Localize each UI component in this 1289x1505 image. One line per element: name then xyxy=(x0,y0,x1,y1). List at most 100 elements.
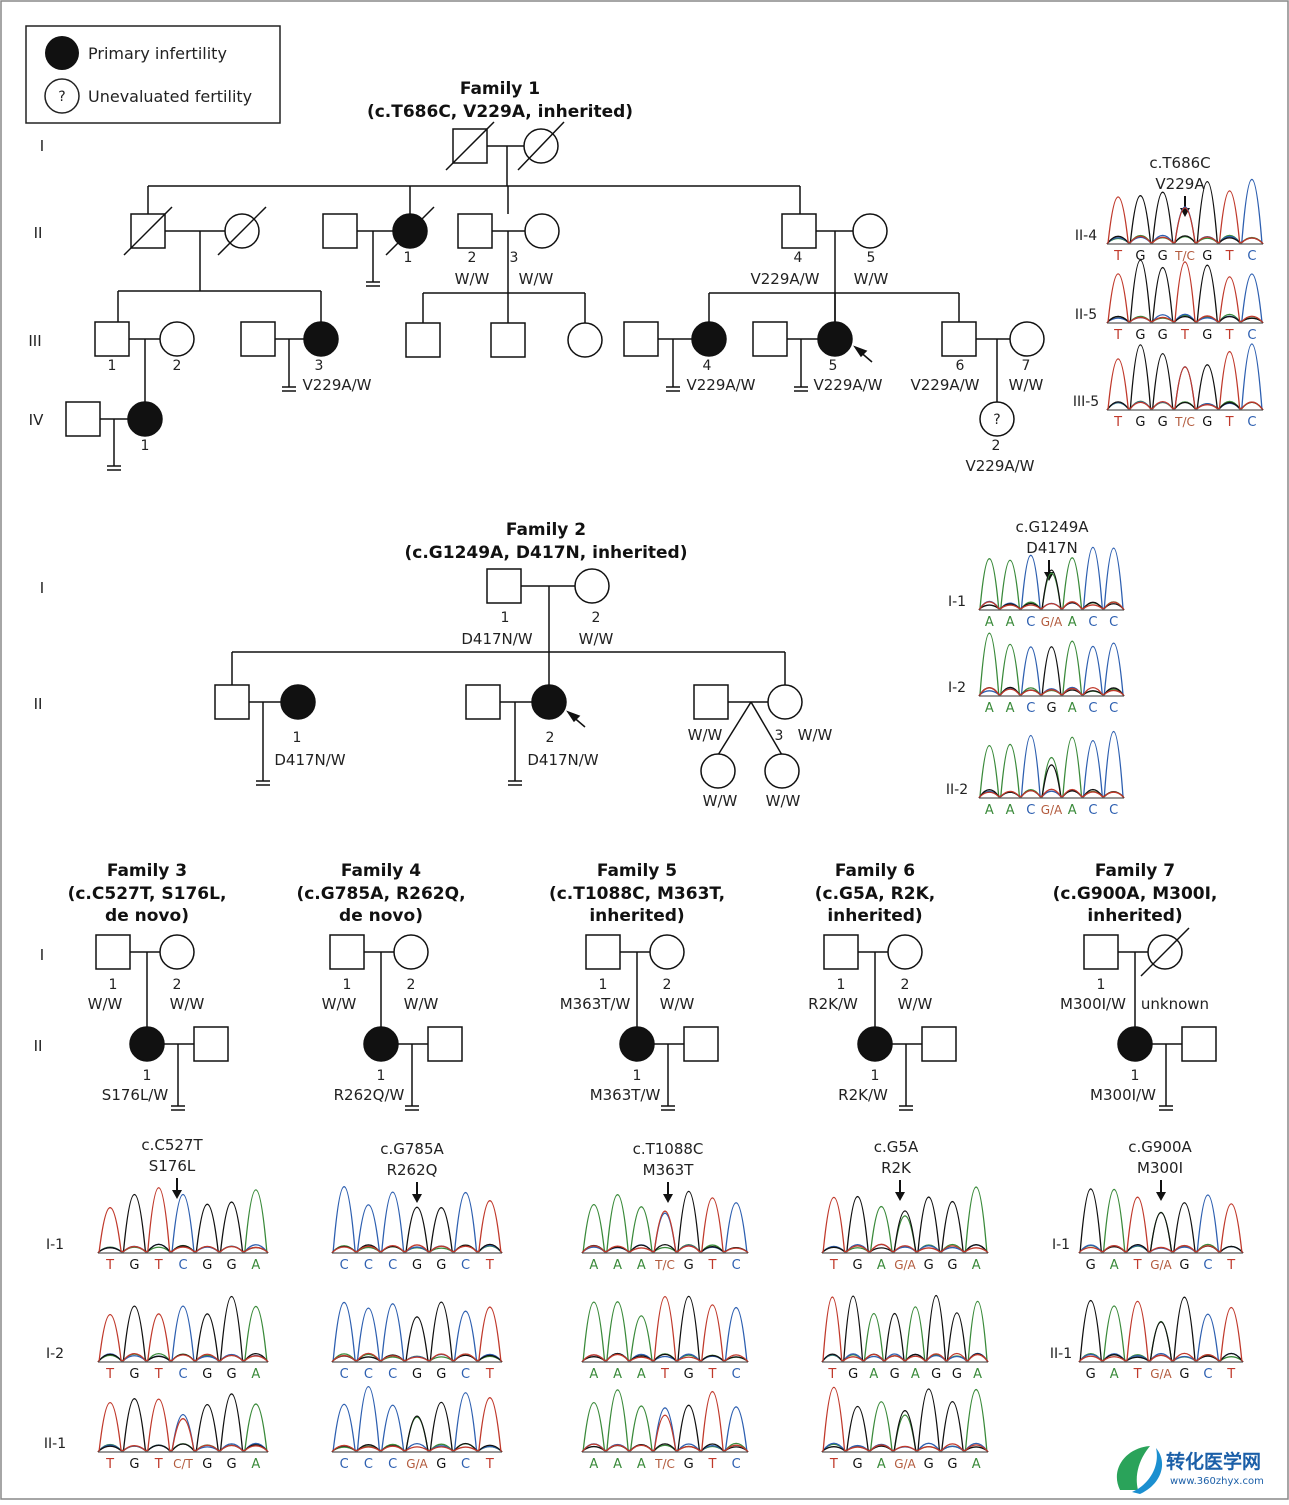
mutation-label: c.G785A xyxy=(380,1140,444,1158)
base-call: A xyxy=(985,701,994,716)
base-call: G xyxy=(1046,701,1056,716)
svg-text:1: 1 xyxy=(633,1068,642,1084)
base-call: G xyxy=(129,1367,139,1382)
svg-text:1: 1 xyxy=(141,438,150,454)
svg-text:1: 1 xyxy=(109,977,118,993)
base-call: T xyxy=(1225,415,1234,430)
base-call: G xyxy=(227,1457,237,1472)
base-call: A xyxy=(972,1457,981,1472)
base-call: A xyxy=(251,1457,260,1472)
family-5-title: Family 5 xyxy=(597,861,677,881)
family-3-subtitle-2: de novo) xyxy=(105,906,189,926)
base-call: T xyxy=(707,1457,716,1472)
base-call: A xyxy=(589,1367,598,1382)
svg-text:W/W: W/W xyxy=(88,995,123,1013)
base-call: C xyxy=(388,1258,397,1273)
base-call: T xyxy=(707,1258,716,1273)
svg-text:M300I/W: M300I/W xyxy=(1060,995,1126,1013)
base-call: G xyxy=(1202,249,1212,264)
base-call: T xyxy=(1180,328,1189,343)
base-call: G/A xyxy=(406,1457,428,1471)
base-call: C xyxy=(388,1367,397,1382)
base-call: C xyxy=(1203,1258,1212,1273)
proband-symbol xyxy=(363,1026,399,1062)
base-call: C xyxy=(461,1367,470,1382)
base-call: A xyxy=(613,1367,622,1382)
base-call: A xyxy=(589,1457,598,1472)
base-call: G xyxy=(947,1457,957,1472)
svg-text:1: 1 xyxy=(293,730,302,746)
base-call: G xyxy=(1135,328,1145,343)
svg-text:W/W: W/W xyxy=(455,270,490,288)
base-call: G xyxy=(227,1258,237,1273)
family-6-title: Family 6 xyxy=(835,861,915,881)
father-symbol xyxy=(823,934,859,970)
svg-text:unknown: unknown xyxy=(1141,995,1209,1013)
base-call: T xyxy=(105,1367,114,1382)
deceased-mark xyxy=(1140,927,1190,977)
base-call: C xyxy=(732,1258,741,1273)
family-2-labels: 1 D417N/W 2 W/W 1 D417N/W 2 D417N/W W/W … xyxy=(274,610,832,810)
watermark: 转化医学网 www.360zhyx.com xyxy=(1116,1446,1264,1494)
base-call: T xyxy=(1133,1367,1142,1382)
base-call: G xyxy=(684,1258,694,1273)
legend-unknown-label: Unevaluated fertility xyxy=(88,87,252,106)
spouse-symbol xyxy=(1181,1026,1217,1062)
base-call: A xyxy=(1006,803,1015,818)
family-6-pedigree: Family 6(c.G5A, R2K,inherited)1R2K/W2W/W… xyxy=(808,861,957,1111)
svg-text:W/W: W/W xyxy=(703,792,738,810)
sample-label: I-1 xyxy=(948,594,966,610)
family-6-subtitle-2: inherited) xyxy=(827,906,922,926)
base-call: A xyxy=(589,1258,598,1273)
base-call: G xyxy=(129,1258,139,1273)
family-2-subtitle: (c.G1249A, D417N, inherited) xyxy=(405,543,688,563)
family-6-subtitle: (c.G5A, R2K, xyxy=(815,884,936,904)
family-4-subtitle-2: de novo) xyxy=(339,906,423,926)
arrow-down-icon xyxy=(172,1190,182,1199)
svg-text:D417N/W: D417N/W xyxy=(274,751,345,769)
base-call: G xyxy=(952,1367,962,1382)
svg-text:2: 2 xyxy=(173,358,182,374)
family-4-pedigree: Family 4(c.G785A, R262Q,de novo)1W/W2W/W… xyxy=(296,861,466,1111)
base-call: G xyxy=(1135,249,1145,264)
base-call: T xyxy=(1226,1258,1235,1273)
svg-text:2: 2 xyxy=(173,977,182,993)
base-call: G xyxy=(1158,249,1168,264)
gen-label-i-f2: I xyxy=(40,579,44,597)
father-symbol xyxy=(95,934,131,970)
base-call: G xyxy=(202,1258,212,1273)
base-call: C xyxy=(1247,415,1256,430)
protein-change-label: R262Q xyxy=(387,1161,438,1179)
spouse-symbol xyxy=(921,1026,957,1062)
base-call: C xyxy=(1109,701,1118,716)
base-call: A xyxy=(985,803,994,818)
base-call: G xyxy=(1202,415,1212,430)
family-1-labels: 1 2 W/W 3 W/W 4 V229A/W 5 W/W 1 2 3 V229… xyxy=(108,250,1044,475)
gen-label-ii-f1: II xyxy=(34,224,43,242)
family-7-subtitle: (c.G900A, M300I, xyxy=(1053,884,1218,904)
svg-text:7: 7 xyxy=(1022,358,1031,374)
svg-text:W/W: W/W xyxy=(854,270,889,288)
svg-text:V229A/W: V229A/W xyxy=(965,457,1034,475)
base-call: T xyxy=(105,1258,114,1273)
base-call: A xyxy=(1110,1367,1119,1382)
svg-text:W/W: W/W xyxy=(322,995,357,1013)
base-call: T xyxy=(1113,415,1122,430)
base-call: A xyxy=(972,1258,981,1273)
gen-label-iv-f1: IV xyxy=(29,411,44,429)
base-call: T xyxy=(827,1367,836,1382)
sample-label: II-2 xyxy=(946,782,968,798)
mutation-label: c.T1088C xyxy=(633,1140,704,1158)
base-call: T xyxy=(829,1258,838,1273)
family-2-pedigree: Family 2 (c.G1249A, D417N, inherited) xyxy=(214,520,803,789)
svg-text:2: 2 xyxy=(407,977,416,993)
